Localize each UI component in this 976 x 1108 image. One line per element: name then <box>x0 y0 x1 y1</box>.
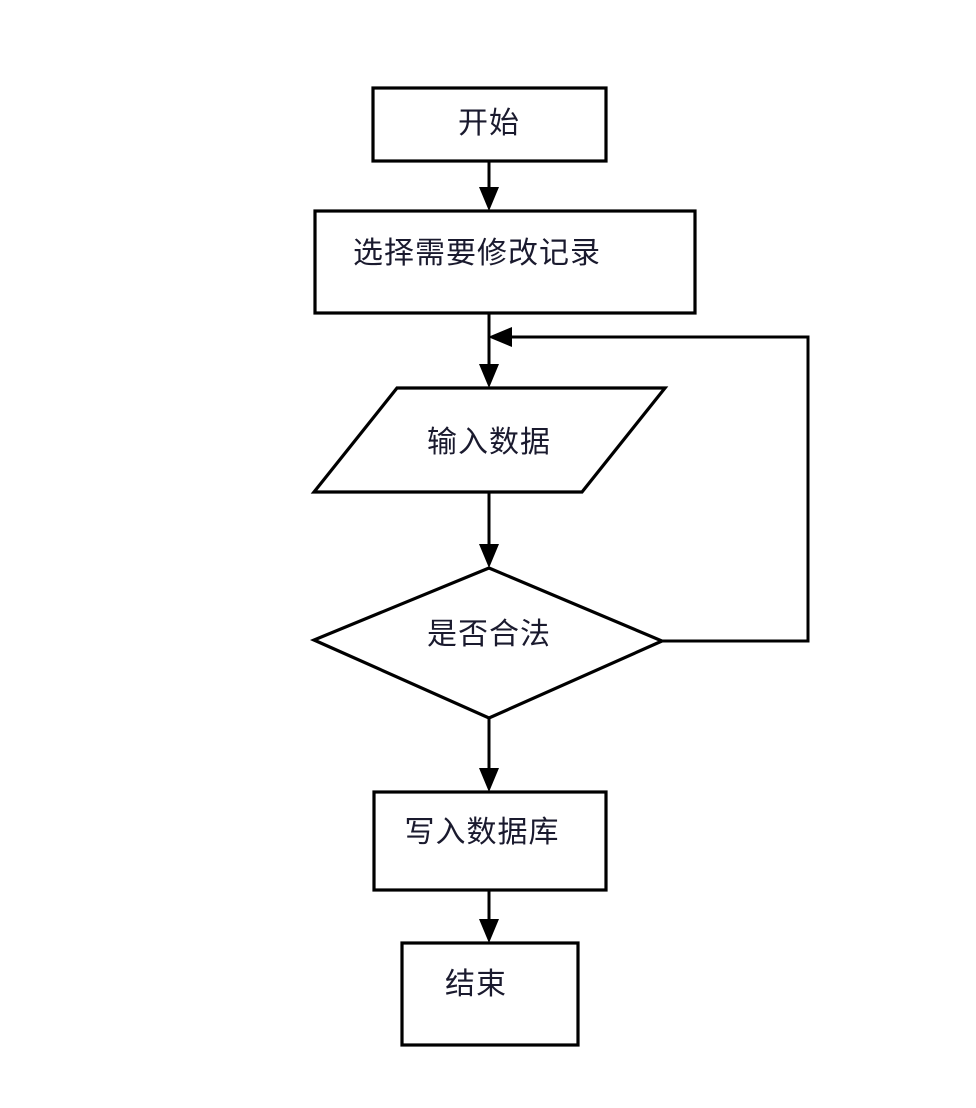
node-shape-parallelogram <box>310 386 669 494</box>
node-is-valid[interactable]: 是否合法 <box>309 566 667 720</box>
node-shape-rectangle <box>371 86 608 163</box>
edge-start-to-select-record <box>479 161 499 211</box>
arrow-down-icon <box>479 544 499 568</box>
edge-write-db-to-end <box>479 890 499 943</box>
node-label-write-db: 写入数据库 <box>405 816 560 849</box>
node-write-db[interactable]: 写入数据库 <box>372 790 608 892</box>
node-label-input-data: 输入数据 <box>427 426 551 459</box>
node-label-select-record: 选择需要修改记录 <box>353 237 601 270</box>
node-start[interactable]: 开始 <box>371 86 608 163</box>
arrow-down-icon <box>479 187 499 211</box>
edge-input-data-to-is-valid <box>479 492 499 568</box>
node-shape-rectangle <box>313 209 697 315</box>
edge-polyline <box>502 335 810 643</box>
node-label-is-valid: 是否合法 <box>427 618 551 651</box>
node-label-end: 结束 <box>445 968 507 1001</box>
node-label-start: 开始 <box>458 107 520 140</box>
edge-is-valid-feedback-loop <box>488 327 810 643</box>
node-end[interactable]: 结束 <box>400 941 580 1047</box>
arrow-left-icon <box>488 327 512 347</box>
node-shape-rectangle <box>372 790 608 892</box>
edge-is-valid-to-write-db <box>479 718 499 792</box>
node-input-data[interactable]: 输入数据 <box>310 386 669 494</box>
edge-select-record-to-input-data <box>479 313 499 388</box>
arrow-down-icon <box>479 768 499 792</box>
node-select-record[interactable]: 选择需要修改记录 <box>313 209 697 315</box>
node-shape-diamond <box>309 566 667 720</box>
arrow-down-icon <box>479 919 499 943</box>
node-shape-rectangle <box>400 941 580 1047</box>
arrow-down-icon <box>479 364 499 388</box>
